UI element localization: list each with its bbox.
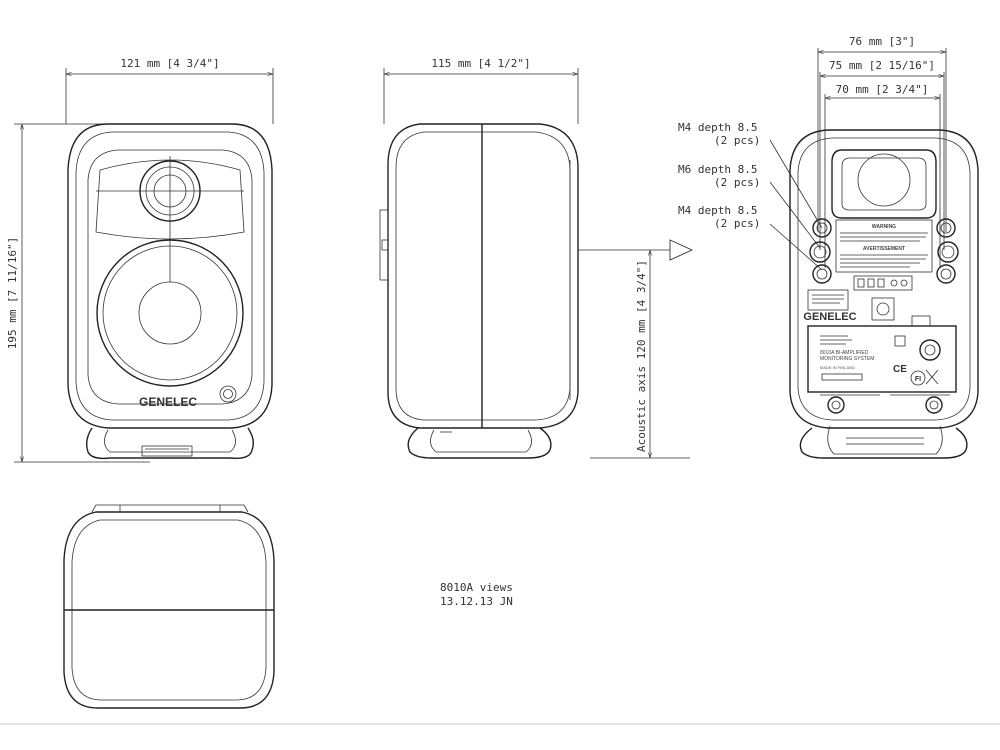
mount-label-3-line1: M4 depth 8.5 [678, 204, 757, 217]
top-cabinet-outline [63, 511, 275, 709]
mount-label-3-line2: (2 pcs) [714, 217, 760, 230]
rear-iso-pod [799, 427, 968, 459]
power-connector [919, 339, 941, 361]
tweeter [139, 160, 201, 222]
acoustic-axis-label: Acoustic axis 120 mm [4 3/4"] [635, 260, 648, 452]
rear-screw-right [925, 396, 943, 414]
top-view [63, 504, 275, 709]
front-iso-pod [85, 427, 255, 460]
rear-76-label: 76 mm [3"] [849, 35, 915, 48]
rear-70-label: 70 mm [2 3/4"] [836, 83, 929, 96]
mount-labels: M4 depth 8.5 (2 pcs) M6 depth 8.5 (2 pcs… [678, 121, 823, 271]
warning-title: WARNING [872, 224, 896, 230]
front-cabinet-outline [67, 123, 273, 429]
rear-screw-left [827, 396, 845, 414]
model-line1: 8010A BI-AMPLIFIED [820, 350, 869, 356]
rear-cabinet-outline [789, 129, 979, 429]
front-width-dimension: 121 mm [4 3/4"] [65, 57, 274, 124]
warning-label [835, 219, 933, 273]
caption-date: 13.12.13 JN [440, 595, 513, 608]
rear-logo: GENELEC [803, 311, 856, 323]
woofer [96, 239, 244, 387]
front-view: 121 mm [4 3/4"] 195 mm [7 11/16"] GENELE… [6, 57, 274, 463]
mount-label-1-line1: M4 depth 8.5 [678, 121, 757, 134]
caption: 8010A views 13.12.13 JN [440, 581, 513, 608]
side-width-dimension: 115 mm [4 1/2"] [383, 57, 579, 124]
mount-holes [809, 218, 959, 284]
fi-mark: FI [915, 376, 921, 383]
height-label: 195 mm [7 11/16"] [6, 237, 19, 350]
model-line2: MONITORING SYSTEM [820, 356, 874, 362]
front-logo: GENELEC [139, 395, 197, 409]
rear-dimensions: 76 mm [3"] 75 mm [2 15/16"] 70 mm [2 3/4… [817, 35, 947, 268]
rating-panel [807, 325, 957, 393]
mount-label-1-line2: (2 pcs) [714, 134, 760, 147]
side-width-label: 115 mm [4 1/2"] [431, 57, 530, 70]
side-view: 115 mm [4 1/2"] Acoustic axis 120 mm [4 … [379, 57, 694, 459]
bass-reflex-port [831, 149, 937, 219]
volume-control [871, 297, 895, 321]
side-cabinet-outline [387, 123, 579, 429]
warning-title-fr: AVERTISSEMENT [863, 246, 905, 252]
rear-view: 76 mm [3"] 75 mm [2 15/16"] 70 mm [2 3/4… [678, 35, 979, 459]
mount-label-2-line2: (2 pcs) [714, 176, 760, 189]
caption-title: 8010A views [440, 581, 513, 594]
acoustic-axis-arrow [669, 239, 694, 261]
power-led [219, 385, 237, 403]
side-iso-pod [407, 427, 552, 459]
rear-75-label: 75 mm [2 15/16"] [829, 59, 935, 72]
made-in: MADE IN FINLAND [820, 365, 855, 370]
height-dimension: 195 mm [7 11/16"] [6, 123, 165, 463]
ce-mark: CE [893, 364, 907, 375]
dip-switches [853, 275, 913, 291]
mount-label-2-line1: M6 depth 8.5 [678, 163, 757, 176]
front-width-label: 121 mm [4 3/4"] [120, 57, 219, 70]
